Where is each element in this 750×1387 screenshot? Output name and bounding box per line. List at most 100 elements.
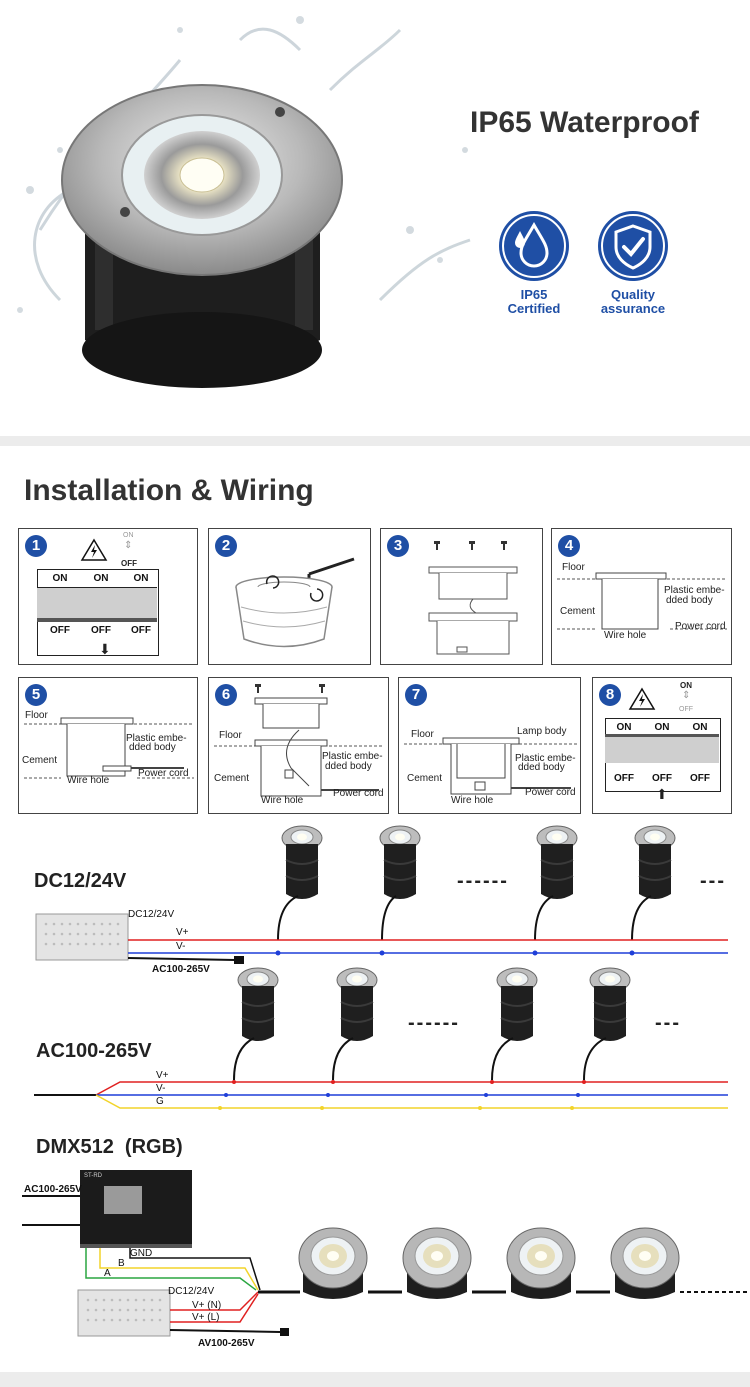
breaker-on-label-3: ON [133,573,149,584]
step-2-panel: 2 [208,528,371,665]
wiring-diagrams [22,825,748,1337]
breaker-off-label-2: OFF [91,625,111,636]
dmx-lamp-1 [298,1227,368,1300]
breaker-body [37,587,157,622]
step-5-floor-label: Floor [25,710,48,721]
breaker-on-label-2: ON [654,722,670,733]
step-6-power-label: Power cord [333,788,384,799]
step-5-panel: 5 Floor Cement Plastic embe- dded body W… [18,677,198,814]
dmx-ac-input-label: AC100-265V [24,1184,82,1195]
ip65-badge-label-line2: Certified [507,301,561,316]
step-7-panel: 7 Floor Cement Lamp body Plastic embe- d… [398,677,581,814]
dmx-lamp-4 [610,1227,680,1300]
quality-badge [598,211,668,281]
dc-lamp-cables [277,895,652,941]
breaker-on-label-1: ON [52,573,68,584]
up-arrow-icon: ⬆ [656,786,668,802]
hero-title: IP65 Waterproof [470,106,699,139]
embed-body-illustration [557,572,727,630]
dc-continuation-dashes: ------ [457,870,509,892]
down-arrow-icon: ⬇ [99,641,111,657]
ac-lamp-4 [589,967,631,1042]
ip65-badge-label-line1: IP65 [520,287,548,302]
ip65-badge-label: IP65 Certified [479,288,589,316]
dmx-psu [77,1289,171,1337]
breaker-off-label-3: OFF [690,773,710,784]
dc-lamp-1 [281,825,323,900]
step-4-panel: 4 Floor Cement Plastic embe- dded body W… [551,528,732,665]
breaker-off-label-1: OFF [614,773,634,784]
ac-vminus-label: V- [156,1083,166,1094]
step-6-plastic-label-2: dded body [325,761,372,772]
section-separator [0,436,750,446]
quality-badge-label: Quality assurance [578,288,688,316]
step-8-arrow-off: OFF [679,706,693,713]
step-7-number: 7 [405,684,427,706]
dc-lamp-3 [536,825,578,900]
step-5-number: 5 [25,684,47,706]
dc-continuation-dashes-end: --- [700,870,726,892]
step-7-plastic-label-2: dded body [518,762,565,773]
ac-title: AC100-265V [36,1040,152,1062]
dmx-input-label: AV100-265V [198,1338,255,1349]
connect-lamp-illustration [214,684,384,797]
lamp-hero-illustration [17,16,471,388]
dc-input-label: AC100-265V [152,964,210,975]
ac-continuation-dashes-end: --- [655,1012,681,1034]
step-6-wire-label: Wire hole [261,795,304,806]
step-1-panel: 1 ON ⇕ OFF ON ON ON OFF OFF OFF ⬇ [18,528,198,665]
ac-vplus-label: V+ [156,1070,169,1081]
lamp-unscrew-illustration [235,557,355,648]
breaker-off-label-1: OFF [50,625,70,636]
step-3-panel: 3 [380,528,543,665]
step-7-lamp-label: Lamp body [517,726,567,737]
dc-psu [35,913,129,961]
breaker-off-label-2: OFF [652,773,672,784]
step-1-arrow-on: ON [123,532,134,539]
ac-g-label: G [156,1096,164,1107]
step-8-number: 8 [599,684,621,706]
step-4-floor-label: Floor [562,562,585,573]
dmx-vl-label: V+ (L) [192,1312,220,1323]
ac-lamp-cables [233,1037,607,1081]
step-6-floor-label: Floor [219,730,242,741]
dmx-gnd-label: GND [130,1248,153,1259]
step-1-number: 1 [25,535,47,557]
quality-badge-label-line1: Quality [610,287,656,302]
step-3-number: 3 [387,535,409,557]
step-4-plastic-label-1: Plastic embe- [664,585,725,596]
footer-separator [0,1372,750,1387]
step-7-floor-label: Floor [411,729,434,740]
dc-title: DC12/24V [34,870,127,892]
step-5-cement-label: Cement [22,755,58,766]
step-4-cement-label: Cement [560,606,596,617]
dmx-title: DMX512 (RGB) [36,1136,183,1158]
breaker-body [605,734,719,763]
step-4-plastic-label-2: dded body [666,595,713,606]
dmx-lamp-3 [506,1227,576,1300]
high-voltage-warning-icon [80,538,108,561]
step-1-arrow-icon: ⇕ [124,540,133,551]
dmx-psu-label: DC12/24V [168,1286,215,1297]
disassemble-illustration [428,541,518,655]
dmx-controller [80,1170,192,1248]
hero-section: IP65 Waterproof IP65 Certified Quality a… [0,0,750,436]
shield-check-icon [601,214,665,278]
step-6-number: 6 [215,684,237,706]
dc-lamp-2 [379,825,421,900]
step-6-cement-label: Cement [214,773,250,784]
dmx-vn-label: V+ (N) [192,1300,222,1311]
step-1-arrow-off: OFF [121,559,137,568]
installation-heading: Installation & Wiring [24,474,314,507]
ac-lamp-2 [336,967,378,1042]
ac-lamp-1 [237,967,279,1042]
step-7-plastic-label-1: Plastic embe- [515,753,576,764]
step-7-power-label: Power cord [525,787,576,798]
dmx-a-label: A [104,1268,111,1279]
dmx-b-label: B [118,1258,125,1269]
water-drop-icon [502,214,566,278]
dc-vminus-label: V- [176,941,186,952]
run-power-cord-illustration [24,717,194,779]
step-6-panel: 6 Floor Cement Plastic embe- dded body W… [208,677,389,814]
dmx-lamp-2 [402,1227,472,1300]
